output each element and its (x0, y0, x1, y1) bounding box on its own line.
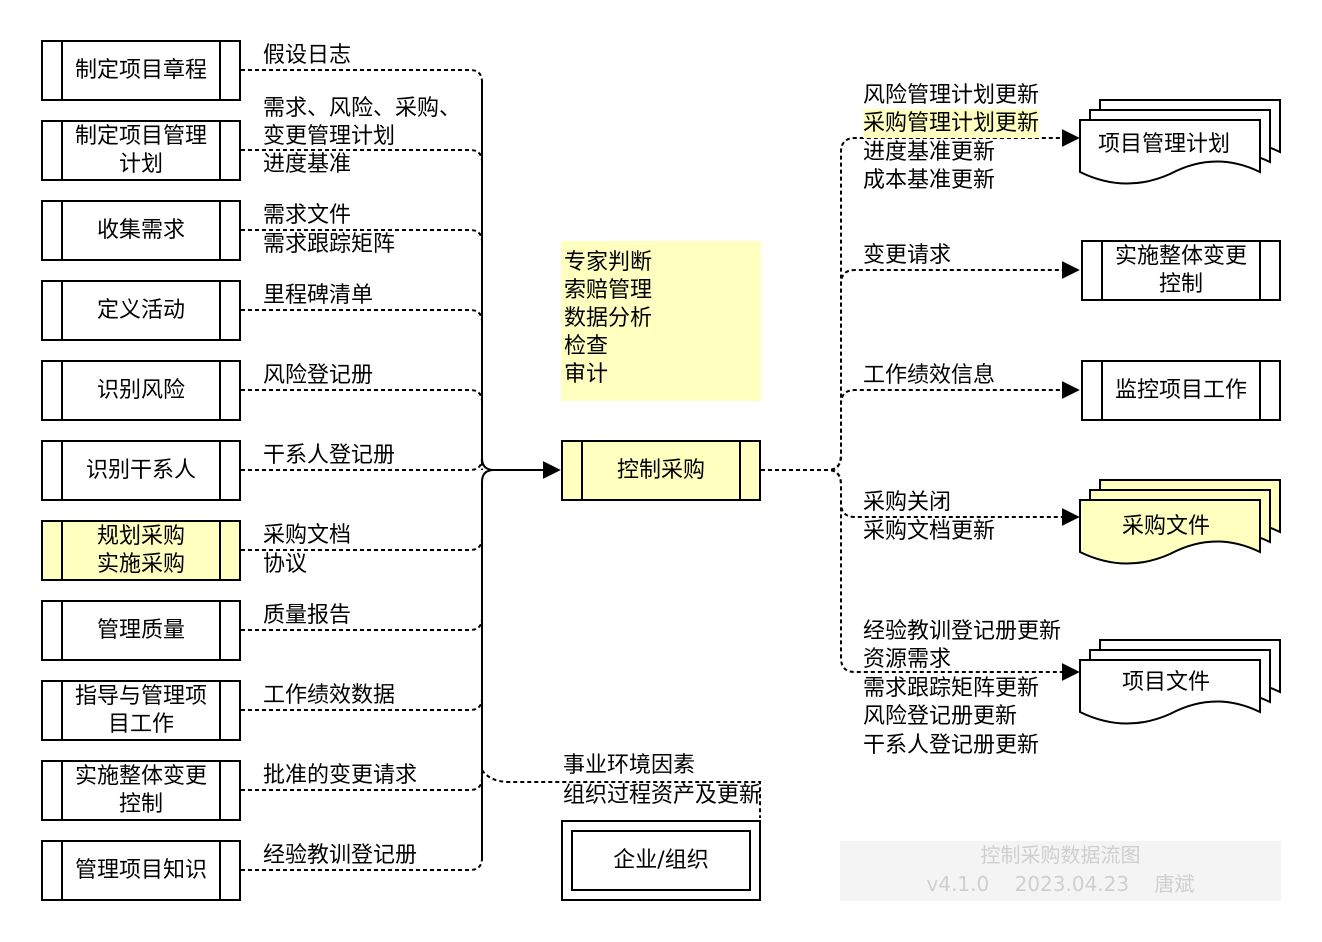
input-process-identify-stakeholders[interactable]: 识别干系人 (41, 440, 241, 501)
output-flow-line (761, 381, 1080, 471)
tool-item: 审计 (564, 362, 609, 387)
input-process-pm-plan[interactable]: 制定项目管理 计划 (41, 120, 241, 181)
input-process-manage-knowledge[interactable]: 管理项目知识 (41, 840, 241, 901)
flow-label: 干系人登记册更新 (863, 733, 1040, 758)
tool-item: 数据分析 (564, 306, 653, 331)
flow-label: 需求跟踪矩阵 (263, 232, 396, 257)
input-flow-line (241, 309, 483, 350)
process-label: 控制采购 (616, 457, 705, 483)
output-process-label: 实施整体变更 控制 (1114, 243, 1247, 297)
flow-label: 采购管理计划更新 (863, 109, 1040, 138)
legend-version: v4.1.0 2023.04.23 唐斌 (926, 872, 1195, 896)
tool-item: 索赔管理 (564, 278, 653, 303)
legend-title: 控制采购数据流图 (980, 843, 1141, 867)
flow-label: 组织过程资产及更新 (563, 783, 762, 808)
flow-label: 假设日志 (263, 43, 352, 68)
flow-label: 需求文件 (263, 203, 352, 228)
output-doc-label: 项目管理计划 (1098, 132, 1231, 157)
flow-label: 采购文档更新 (863, 519, 996, 544)
input-trunk-line (481, 469, 495, 860)
output-doc-procurement-documentation[interactable]: 采购文件 (1080, 480, 1280, 560)
input-process-label: 识别干系人 (85, 457, 196, 483)
control-procurements-process[interactable]: 控制采购 (561, 440, 761, 501)
flow-label: 进度基准 (263, 152, 352, 177)
flow-label: 变更请求 (863, 243, 952, 268)
output-process-label: 监控项目工作 (1114, 377, 1247, 403)
input-process-label: 管理项目知识 (74, 857, 207, 883)
legend-panel: 控制采购数据流图 v4.1.0 2023.04.23 唐斌 (840, 841, 1281, 901)
flow-label: 风险登记册更新 (863, 704, 1018, 729)
flow-label: 成本基准更新 (863, 168, 996, 193)
flow-label: 进度基准更新 (863, 140, 996, 165)
flow-label: 经验教训登记册 (263, 843, 418, 868)
flow-label: 资源需求 (863, 647, 952, 672)
flow-label: 协议 (263, 552, 308, 577)
output-doc-label: 采购文件 (1122, 514, 1211, 539)
tools-techniques-panel: 专家判断 索赔管理 数据分析 检查 审计 (561, 241, 761, 401)
flow-label: 里程碑清单 (263, 283, 374, 308)
tool-item: 专家判断 (564, 250, 653, 275)
flow-label: 需求、风险、采购、 (263, 96, 462, 121)
doc-stack-shape (1079, 639, 1281, 725)
flow-label: 采购关闭 (863, 490, 952, 515)
input-process-label: 规划采购 实施采购 (96, 523, 185, 577)
input-process-label: 制定项目章程 (74, 57, 207, 83)
input-process-integrated-change-control[interactable]: 实施整体变更 控制 (41, 760, 241, 821)
enterprise-flow-line (481, 769, 761, 818)
flow-label: 需求跟踪矩阵更新 (863, 676, 1040, 701)
flow-label: 风险管理计划更新 (863, 83, 1040, 108)
input-process-label: 识别风险 (96, 377, 185, 403)
input-process-label: 实施整体变更 控制 (74, 763, 207, 817)
flow-label: 采购文档 (263, 523, 352, 548)
input-process-label: 指导与管理项 目工作 (74, 683, 207, 737)
output-process-monitor-control-work[interactable]: 监控项目工作 (1081, 360, 1281, 421)
input-process-label: 管理质量 (96, 617, 185, 643)
output-process-integrated-change-control[interactable]: 实施整体变更 控制 (1081, 240, 1281, 301)
output-doc-project-documents[interactable]: 项目文件 (1080, 640, 1280, 720)
input-process-charter[interactable]: 制定项目章程 (41, 40, 241, 101)
input-process-manage-quality[interactable]: 管理质量 (41, 600, 241, 661)
flow-label: 工作绩效信息 (863, 363, 996, 388)
input-flow-line (241, 389, 483, 430)
flow-label: 批准的变更请求 (263, 763, 418, 788)
input-process-label: 定义活动 (96, 297, 185, 323)
enterprise-label: 企业/组织 (613, 847, 709, 873)
flow-label: 经验教训登记册更新 (863, 619, 1062, 644)
tool-item: 检查 (564, 334, 609, 359)
input-process-identify-risks[interactable]: 识别风险 (41, 360, 241, 421)
doc-stack-shape (1079, 479, 1281, 565)
output-flow-line (761, 469, 1080, 681)
input-process-label: 制定项目管理 计划 (74, 123, 207, 177)
input-process-collect-requirements[interactable]: 收集需求 (41, 200, 241, 261)
flow-label: 风险登记册 (263, 363, 374, 388)
input-trunk-line (481, 80, 561, 479)
flow-label: 质量报告 (263, 603, 352, 628)
input-process-plan-conduct-procurement[interactable]: 规划采购 实施采购 (41, 520, 241, 581)
flow-label: 事业环境因素 (563, 753, 696, 778)
input-process-label: 收集需求 (96, 217, 185, 243)
doc-stack-shape (1079, 99, 1281, 185)
input-process-direct-manage-work[interactable]: 指导与管理项 目工作 (41, 680, 241, 741)
flow-label: 干系人登记册 (263, 443, 396, 468)
flow-label: 变更管理计划 (263, 124, 396, 149)
input-process-define-activities[interactable]: 定义活动 (41, 280, 241, 341)
flow-label: 工作绩效数据 (263, 683, 396, 708)
output-doc-project-management-plan[interactable]: 项目管理计划 (1080, 100, 1280, 180)
enterprise-organization-box[interactable]: 企业/组织 (561, 820, 761, 901)
output-doc-label: 项目文件 (1122, 670, 1211, 695)
